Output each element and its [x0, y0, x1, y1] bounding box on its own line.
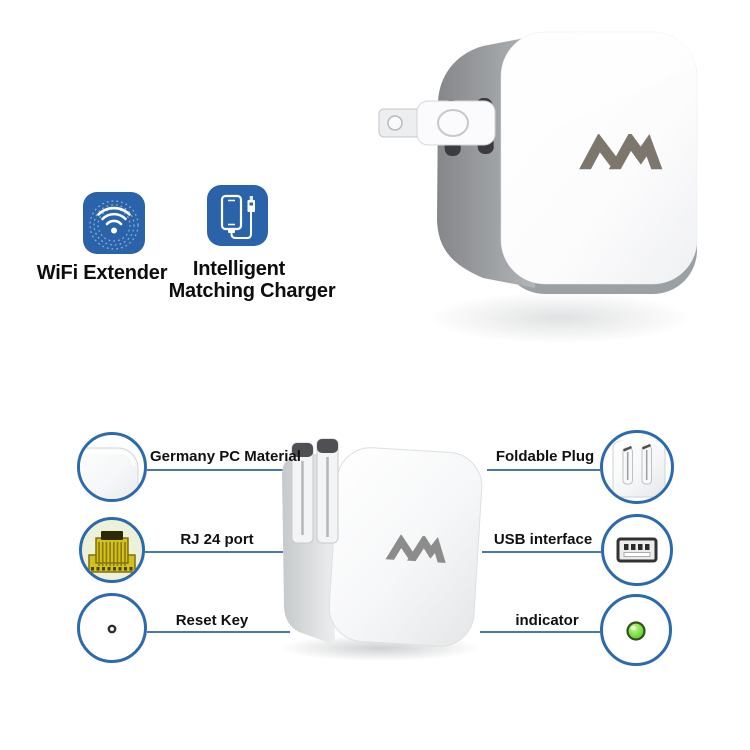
foldable-plug-icon [612, 440, 666, 498]
callout-circle-usb [601, 514, 673, 586]
wifi-extender-icon [83, 192, 145, 254]
callout-circle-foldable-plug [600, 430, 674, 504]
connector-line-usb [482, 551, 601, 553]
callout-label-usb-interface: USB interface [493, 531, 593, 548]
callout-label-foldable-plug: Foldable Plug [495, 448, 595, 465]
top-device-image [378, 31, 698, 344]
comfast-m-logo-front [383, 534, 447, 564]
upright-plug-pins [291, 438, 339, 544]
connector-line-foldable [487, 469, 600, 471]
intelligent-label-line2: Matching Charger [168, 280, 336, 302]
connector-line-rj24 [145, 551, 283, 553]
bottom-device-image [280, 438, 483, 661]
led-indicator-icon [626, 621, 646, 641]
callout-label-indicator: indicator [515, 612, 579, 629]
callout-label-reset-key: Reset Key [175, 612, 249, 629]
rj45-port-icon [88, 531, 136, 573]
connector-line-germany [147, 469, 287, 471]
reset-pinhole-icon [107, 624, 117, 634]
callout-circle-indicator [600, 594, 672, 666]
connector-line-indicator [480, 631, 600, 633]
connector-line-reset [147, 631, 290, 633]
callout-label-rj24-port: RJ 24 port [180, 531, 254, 548]
pc-material-icon [80, 447, 140, 499]
matching-charger-icon [207, 185, 268, 246]
intelligent-label-line1: Intelligent [192, 258, 286, 280]
usb-port-icon [616, 537, 658, 563]
callout-circle-rj24 [79, 517, 145, 583]
callout-circle-pc-material [77, 432, 147, 502]
top-device-reflection [428, 292, 692, 344]
wifi-extender-label: WiFi Extender [36, 262, 168, 284]
folded-out-plug-arm [378, 100, 496, 146]
callout-label-germany-pc-material: Germany PC Material [150, 448, 301, 465]
comfast-m-logo [579, 134, 663, 170]
callout-circle-reset [77, 593, 147, 663]
